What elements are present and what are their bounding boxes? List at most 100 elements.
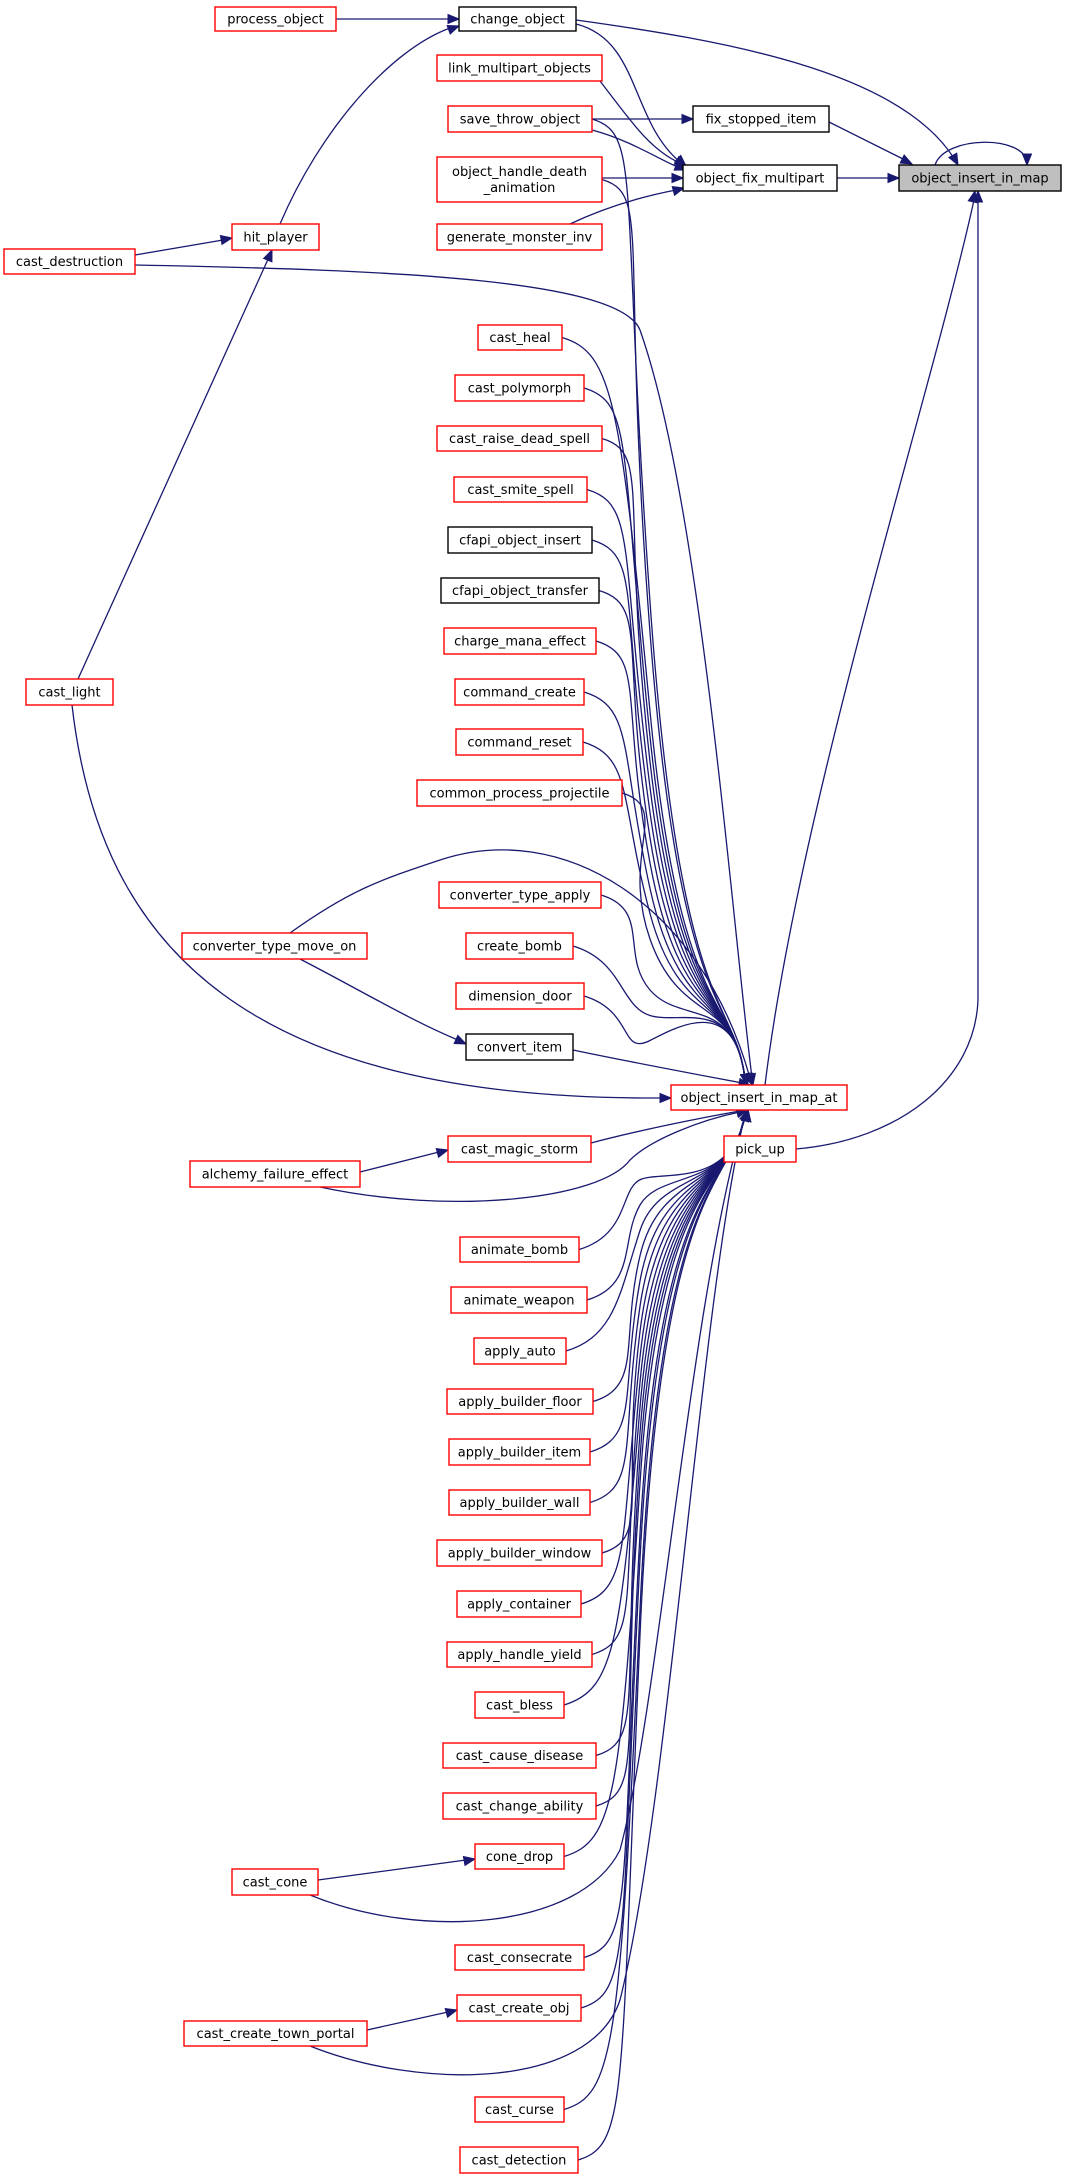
edge-cast-consecrate-to-object-insert-in-map-at [583,1115,746,1959]
node-label: cast_create_obj [468,2002,569,2017]
node-cast-magic-storm[interactable]: cast_magic_storm [447,1135,592,1163]
edge-cast-destruction-to-object-insert-in-map-at [134,264,753,1079]
node-pick-up[interactable]: pick_up [723,1135,797,1163]
node-cast-destruction[interactable]: cast_destruction [3,248,136,275]
node-cast-cone[interactable]: cast_cone [231,1868,319,1896]
node-dimension-door[interactable]: dimension_door [455,982,585,1010]
node-label: apply_builder_window [448,1547,592,1562]
node-object-insert-in-map[interactable]: object_insert_in_map [898,164,1062,192]
node-label: cfapi_object_transfer [452,584,589,599]
node-animate-bomb[interactable]: animate_bomb [459,1236,580,1263]
node-label: object_handle_death [452,165,587,180]
node-apply-handle-yield[interactable]: apply_handle_yield [446,1641,593,1668]
node-cast-light[interactable]: cast_light [25,678,114,706]
node-box [447,526,593,554]
node-fix-stopped-item[interactable]: fix_stopped_item [692,105,830,133]
node-box [25,678,114,706]
edge-cast-detection-to-object-insert-in-map-at [577,1115,746,2161]
node-box [416,779,623,807]
node-cast-cause-disease[interactable]: cast_cause_disease [442,1742,597,1769]
node-box [465,1033,574,1061]
node-box [436,223,603,251]
edge-link-multipart-objects-to-object-fix-multipart [599,80,681,164]
node-label: cast_magic_storm [461,1143,578,1158]
node-cast-create-town-portal[interactable]: cast_create_town_portal [183,2020,368,2047]
node-cast-polymorph[interactable]: cast_polymorph [454,374,585,402]
node-box [459,2146,579,2174]
edge-generate-monster-inv-to-object-fix-multipart-arrowhead [671,185,686,197]
node-hit-player[interactable]: hit_player [231,223,320,251]
node-apply-builder-item[interactable]: apply_builder_item [448,1438,591,1466]
edge-object-insert-in-map-to-object-insert-in-map-arrowhead [1021,153,1033,167]
node-apply-auto[interactable]: apply_auto [473,1337,567,1365]
node-command-create[interactable]: command_create [454,678,585,706]
node-box [436,54,603,82]
node-cast-change-ability[interactable]: cast_change_ability [442,1792,597,1820]
node-cast-consecrate[interactable]: cast_consecrate [454,1944,585,1971]
node-label: command_reset [467,736,571,751]
edge-cast-create-obj-to-object-insert-in-map-at [580,1115,746,2009]
node-apply-container[interactable]: apply_container [456,1590,582,1618]
node-cast-bless[interactable]: cast_bless [474,1691,565,1719]
node-common-process-projectile[interactable]: common_process_projectile [416,779,623,807]
node-cast-raise-dead-spell[interactable]: cast_raise_dead_spell [436,425,603,452]
edge-cast-create-town-portal-to-cast-create-obj [366,2011,449,2031]
node-box [455,982,585,1010]
node-box [454,1944,585,1971]
node-charge-mana-effect[interactable]: charge_mana_effect [443,627,597,655]
node-cast-detection[interactable]: cast_detection [459,2146,579,2174]
node-converter-type-apply[interactable]: converter_type_apply [438,881,602,909]
edge-convert-item-to-object-insert-in-map-at [572,1049,743,1084]
node-label: charge_mana_effect [454,635,586,650]
node-process-object[interactable]: process_object [214,6,337,32]
node-label: cfapi_object_insert [459,534,581,549]
node-alchemy-failure-effect[interactable]: alchemy_failure_effect [189,1160,361,1188]
node-object-handle-death-animation[interactable]: object_handle_death_animation [436,156,603,203]
edge-common-process-projectile-to-object-insert-in-map-at [621,792,746,1080]
node-box [231,223,320,251]
edge-object-insert-in-map-at-to-object-insert-in-map [764,199,975,1086]
node-convert-item[interactable]: convert_item [465,1033,574,1061]
node-animate-weapon[interactable]: animate_weapon [450,1286,588,1314]
edge-cast-destruction-to-hit-player [134,239,224,256]
node-link-multipart-objects[interactable]: link_multipart_objects [436,54,603,82]
node-cfapi-object-insert[interactable]: cfapi_object_insert [447,526,593,554]
node-box [181,932,368,960]
node-converter-type-move-on[interactable]: converter_type_move_on [181,932,368,960]
edge-dimension-door-to-object-insert-in-map-at-arrowhead [739,1072,751,1087]
node-label: cast_destruction [16,255,123,270]
node-box [231,1868,319,1896]
node-box [448,1489,591,1516]
node-command-reset[interactable]: command_reset [455,728,584,756]
node-cast-smite-spell[interactable]: cast_smite_spell [453,476,588,503]
node-box [448,1438,591,1466]
node-object-insert-in-map-at[interactable]: object_insert_in_map_at [670,1084,848,1111]
node-create-bomb[interactable]: create_bomb [465,932,574,960]
node-label: cast_consecrate [467,1951,572,1966]
node-cone-drop[interactable]: cone_drop [474,1843,565,1870]
node-box [474,1843,565,1870]
node-label: object_fix_multipart [696,172,825,187]
node-box [440,577,600,604]
node-apply-builder-floor[interactable]: apply_builder_floor [446,1388,594,1415]
edge-process-object-to-change-object-arrowhead [447,13,461,25]
node-cfapi-object-transfer[interactable]: cfapi_object_transfer [440,577,600,604]
node-apply-builder-window[interactable]: apply_builder_window [436,1539,603,1567]
edge-cone-drop-to-object-insert-in-map-at [563,1115,746,1858]
node-cast-heal[interactable]: cast_heal [477,324,563,351]
node-generate-monster-inv[interactable]: generate_monster_inv [436,223,603,251]
node-box [3,248,136,275]
node-box [447,105,593,133]
node-save-throw-object[interactable]: save_throw_object [447,105,593,133]
node-label: process_object [227,13,324,28]
node-cast-curse[interactable]: cast_curse [474,2096,565,2123]
node-apply-builder-wall[interactable]: apply_builder_wall [448,1489,591,1516]
node-label: apply_builder_item [458,1446,581,1461]
node-label: cone_drop [486,1850,553,1865]
node-object-fix-multipart[interactable]: object_fix_multipart [682,164,838,192]
node-cast-create-obj[interactable]: cast_create_obj [456,1994,582,2022]
node-label: convert_item [477,1041,562,1056]
node-label: cast_create_town_portal [197,2027,355,2042]
node-label: apply_builder_wall [460,1496,580,1511]
node-change-object[interactable]: change_object [458,6,577,32]
